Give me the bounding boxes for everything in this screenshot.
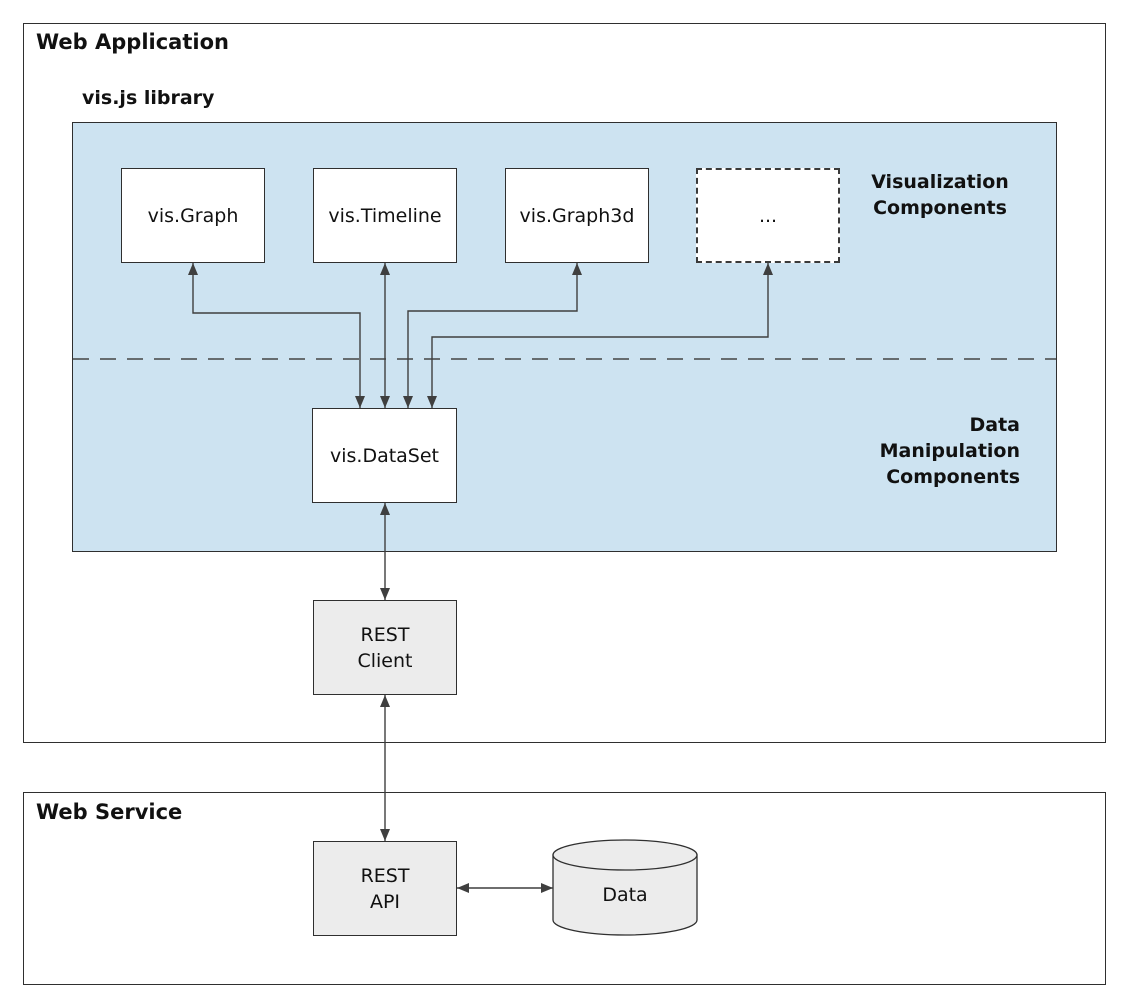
visualization-components-label: Visualization Components bbox=[871, 171, 1009, 219]
visjs-library-title: vis.js library bbox=[82, 87, 215, 109]
node-vis-dataset-label: vis.DataSet bbox=[329, 444, 440, 467]
node-rest-api: REST API bbox=[313, 841, 457, 936]
data-manipulation-components-label: Data Manipulation Components bbox=[879, 414, 1020, 488]
node-vis-dataset: vis.DataSet bbox=[312, 408, 457, 503]
node-rest-api-label: REST API bbox=[360, 864, 410, 913]
node-vis-graph-label: vis.Graph bbox=[147, 204, 239, 227]
node-vis-graph: vis.Graph bbox=[121, 168, 265, 263]
node-vis-timeline-label: vis.Timeline bbox=[328, 204, 442, 227]
node-rest-client-label: REST Client bbox=[357, 623, 413, 672]
node-more-components-label: ... bbox=[758, 204, 778, 227]
node-vis-graph3d: vis.Graph3d bbox=[505, 168, 649, 263]
node-vis-timeline: vis.Timeline bbox=[313, 168, 457, 263]
node-rest-client: REST Client bbox=[313, 600, 457, 695]
web-application-title: Web Application bbox=[36, 30, 229, 54]
node-more-components: ... bbox=[696, 168, 840, 263]
web-service-box bbox=[23, 792, 1106, 985]
web-application-box bbox=[23, 23, 1106, 743]
node-vis-graph3d-label: vis.Graph3d bbox=[519, 204, 635, 227]
data-store-label: Data bbox=[602, 884, 648, 906]
web-service-title: Web Service bbox=[36, 800, 183, 824]
